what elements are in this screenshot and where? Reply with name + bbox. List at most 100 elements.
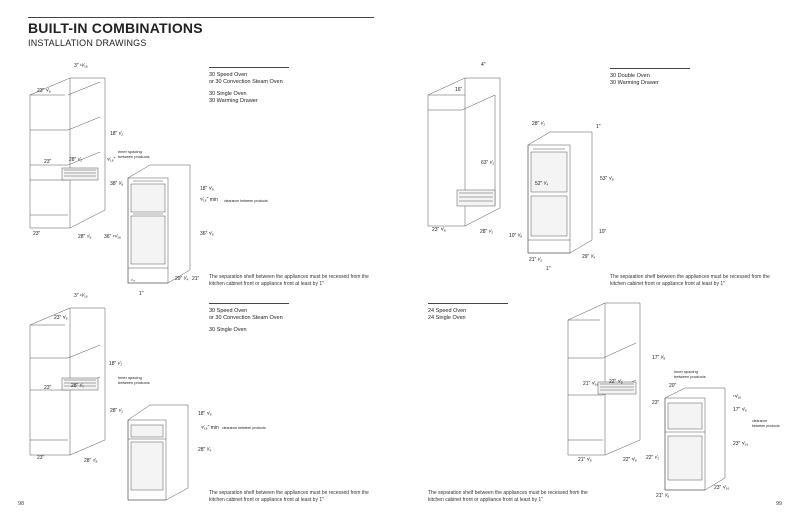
dim-label: 23" bbox=[44, 385, 52, 391]
dim-label: clearance between products bbox=[224, 199, 268, 203]
note-line: kitchen cabinet front or appliance front… bbox=[428, 496, 543, 503]
model-rule bbox=[610, 68, 690, 69]
dim-label: 63" ¹⁄₂ bbox=[481, 160, 495, 166]
dim-label: 21" ³⁄₈ bbox=[656, 493, 670, 499]
dim-label: 17" ³⁄₈ bbox=[652, 355, 666, 361]
installation-note: The separation shelf between the applian… bbox=[209, 274, 374, 287]
dim-label: 22" ¹⁄₂ bbox=[646, 455, 660, 461]
dim-label: 38" ³⁄₈ bbox=[110, 181, 124, 187]
model-name: or 30 Convection Steam Oven bbox=[209, 79, 283, 85]
dim-label: 28" ¹⁄₂ bbox=[69, 157, 83, 163]
dim-label: 23" ⁵⁄₁₆ bbox=[714, 485, 730, 491]
dim-label: between products bbox=[752, 424, 780, 428]
note-line: The separation shelf between the applian… bbox=[209, 274, 369, 280]
model-list: 30 Speed Oven or 30 Convection Steam Ove… bbox=[209, 72, 283, 105]
dim-label: 3" ¹³⁄₁₆ bbox=[74, 293, 88, 299]
dim-label: 16" bbox=[455, 87, 463, 93]
installation-note: The separation shelf between the applian… bbox=[610, 274, 775, 287]
dim-label: ⁵⁄₁₆" bbox=[107, 157, 116, 163]
dim-label: clearance bbox=[752, 419, 768, 423]
installation-note: The separation shelf between the applian… bbox=[209, 490, 374, 503]
dim-label: 28" ³⁄₄ bbox=[198, 447, 212, 453]
dim-label: 1" bbox=[139, 291, 144, 297]
model-name: 24 Single Oven bbox=[428, 315, 466, 321]
dim-label: 10" ³⁄₈ bbox=[509, 233, 523, 239]
dim-label: 36" ⁵⁄₈ bbox=[200, 231, 214, 237]
dim-label: 1" bbox=[546, 266, 551, 272]
dim-label: 18" ¹⁄₂ bbox=[109, 361, 123, 367]
model-name: 30 Double Oven bbox=[610, 73, 650, 79]
dim-label: 23" ⁵⁄₁₆ bbox=[733, 441, 749, 447]
model-name: 30 Single Oven bbox=[209, 327, 247, 333]
dim-label: 23" bbox=[33, 231, 41, 237]
note-line: The separation shelf between the applian… bbox=[610, 274, 770, 280]
model-name: 30 Speed Oven bbox=[209, 308, 248, 314]
model-rule bbox=[209, 67, 289, 68]
dim-label: 29" ³⁄₄ bbox=[582, 254, 596, 260]
dim-label: 3" ¹³⁄₁₆ bbox=[74, 63, 88, 69]
model-list: 24 Speed Oven 24 Single Oven bbox=[428, 308, 466, 322]
dim-label: 23" ⁵⁄₈ bbox=[37, 88, 51, 94]
header-rule bbox=[28, 17, 374, 18]
dim-label: 21" ⁵⁄₁₆ bbox=[583, 381, 599, 387]
dim-label: between products bbox=[118, 154, 150, 159]
dim-label: ⁵⁄₁₆" min bbox=[200, 197, 218, 203]
dim-label: 21" bbox=[192, 276, 200, 282]
dim-label: 17" ⁵⁄₈ bbox=[733, 407, 747, 413]
model-name: or 30 Convection Steam Oven bbox=[209, 315, 283, 321]
model-name: 24 Speed Oven bbox=[428, 308, 467, 314]
dim-label: between products bbox=[674, 374, 706, 379]
model-name: 30 Single Oven bbox=[209, 91, 247, 97]
dim-label: 23" ⁵⁄₈ bbox=[54, 315, 68, 321]
dim-label: 22" ⁵⁄₈ bbox=[623, 457, 637, 463]
page-subtitle: INSTALLATION DRAWINGS bbox=[28, 38, 147, 48]
dim-label: 36" ¹⁵⁄₁₆ bbox=[104, 234, 122, 240]
dim-label: 29" ³⁄₄ bbox=[175, 276, 189, 282]
model-name: 30 Speed Oven bbox=[209, 72, 248, 78]
dim-label: 10" bbox=[599, 229, 607, 235]
model-rule bbox=[209, 303, 289, 304]
page-title: BUILT-IN COMBINATIONS bbox=[28, 20, 203, 36]
model-name: 30 Warming Drawer bbox=[610, 80, 659, 86]
dim-label: 21" ⁵⁄₈ bbox=[578, 457, 592, 463]
note-line: kitchen cabinet front or appliance front… bbox=[209, 496, 324, 503]
dim-label: 28" ⁷⁄₈ bbox=[78, 234, 92, 240]
page-number-left: 98 bbox=[18, 501, 25, 507]
dim-label: 28" ¹⁄₂ bbox=[71, 383, 85, 389]
dim-label: inner spacing bbox=[674, 369, 698, 374]
model-list: 30 Double Oven 30 Warming Drawer bbox=[610, 73, 659, 87]
dim-label: 23" bbox=[44, 159, 52, 165]
dim-label: 18" ⁵⁄₈ bbox=[198, 411, 212, 417]
model-list: 30 Speed Oven or 30 Convection Steam Ove… bbox=[209, 308, 283, 334]
dim-label: 23" bbox=[652, 400, 660, 406]
dim-label: ⁵⁄₁₆" min bbox=[201, 425, 219, 431]
dim-label: clearance between products bbox=[222, 426, 266, 430]
dim-label: 20" bbox=[669, 383, 677, 389]
dim-label: 28" ¹⁄₂ bbox=[480, 229, 494, 235]
dim-label: ¹⁵⁄₁₆ bbox=[733, 394, 742, 400]
note-line: kitchen cabinet front or appliance front… bbox=[209, 280, 324, 287]
installation-note: The separation shelf between the applian… bbox=[428, 490, 593, 503]
dim-label: inner spacing bbox=[118, 149, 142, 154]
page-number-right: 99 bbox=[776, 501, 783, 507]
note-line: The separation shelf between the applian… bbox=[209, 490, 369, 496]
dim-label: 22" ⁵⁄₈ bbox=[609, 379, 623, 385]
dim-label: 23" ⁵⁄₈ bbox=[432, 227, 446, 233]
note-line: The separation shelf between the applian… bbox=[428, 490, 588, 496]
dim-label: 18" ⁵⁄₈ bbox=[200, 186, 214, 192]
dim-label: 53" ⁵⁄₈ bbox=[600, 176, 614, 182]
dim-label: 23" bbox=[37, 455, 45, 461]
dim-label: 28" ¹⁄₂ bbox=[110, 408, 124, 414]
dim-label: between products bbox=[118, 380, 150, 385]
dim-label: 52" ³⁄₄ bbox=[535, 181, 549, 187]
model-name: 30 Warming Drawer bbox=[209, 98, 258, 104]
dim-label: 21" ¹⁄₂ bbox=[529, 257, 543, 263]
